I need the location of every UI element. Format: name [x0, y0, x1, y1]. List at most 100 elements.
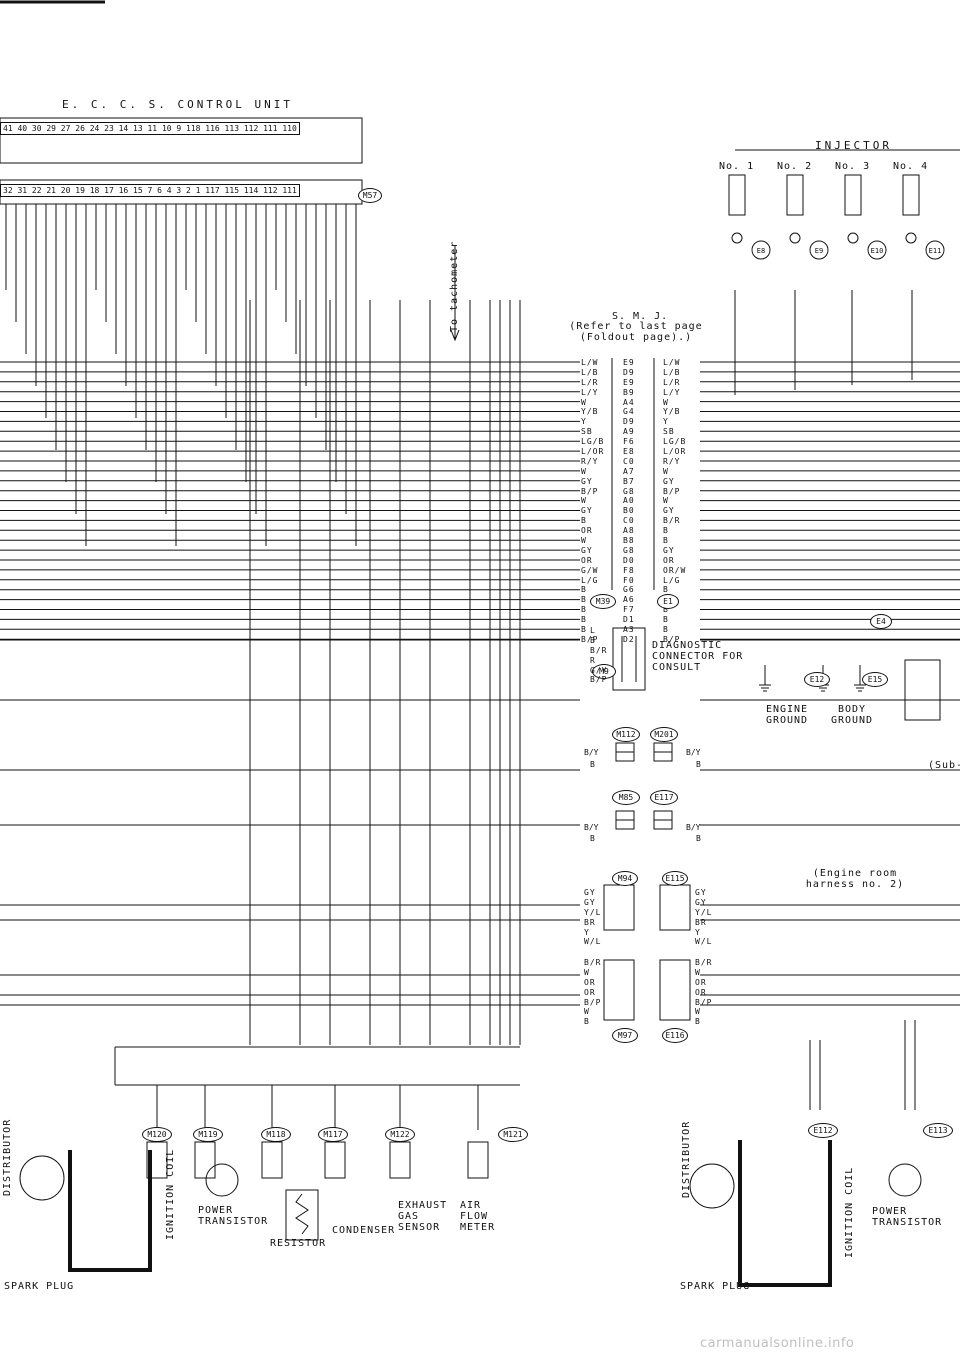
diagnostic-wire: L — [590, 626, 596, 635]
smj-right-wire: L/W — [663, 358, 681, 367]
lower-wire: OR — [584, 977, 596, 987]
smj-left-wire: GY — [581, 545, 593, 555]
smj-right-wire: B — [663, 615, 669, 625]
smj-right-wire: OR — [663, 555, 675, 565]
component-body — [467, 1141, 489, 1179]
connector-m120: M120 — [142, 1127, 172, 1142]
smj-right-wire: B — [663, 585, 669, 595]
smj-code: D9 — [623, 417, 635, 427]
lower-wire: GY — [584, 897, 596, 907]
smj-code: F0 — [623, 575, 635, 585]
smj-left-wire: B — [581, 516, 587, 526]
spark-plug-label-right: SPARK PLUG — [680, 1281, 751, 1292]
lower-wire: B/R — [695, 958, 713, 967]
air-flow-meter-label: AIR FLOW METER — [460, 1200, 496, 1233]
lower-wire: GY — [584, 888, 596, 897]
smj-left-wire: L/G — [581, 575, 599, 585]
smj-left-wire: B/P — [581, 634, 599, 644]
injector-badge — [867, 240, 887, 260]
ecu-connector-badge: M57 — [358, 188, 382, 203]
lower-wire: OR — [695, 987, 707, 997]
smj-left-wire: LG/B — [581, 437, 605, 447]
component-body — [389, 1141, 411, 1179]
joint-1-wire-b: B — [590, 760, 595, 769]
injector-body — [786, 174, 804, 216]
smj-right-wire: B — [663, 536, 669, 546]
smj-left-wire: L/W — [581, 358, 599, 367]
smj-code: A3 — [623, 625, 635, 635]
smj-right-wire: B — [663, 605, 669, 615]
spark-plug-label-left: SPARK PLUG — [4, 1281, 75, 1292]
smj-code: D9 — [623, 367, 635, 377]
ground-connector-e15: E15 — [862, 672, 888, 687]
component-body — [194, 1141, 216, 1179]
smj-code: E9 — [623, 377, 635, 387]
smj-code: B7 — [623, 476, 635, 486]
component-body — [261, 1141, 283, 1179]
joint-1-wire-a: B/Y — [584, 748, 599, 757]
injector-label: No. 4 — [893, 161, 929, 172]
lower-wire: GY — [695, 897, 707, 907]
smj-right-wire: R/Y — [663, 456, 681, 466]
smj-left-wire: L/Y — [581, 387, 599, 397]
transistor-symbol — [205, 1163, 239, 1197]
tachometer-label: To tachometer — [449, 240, 460, 332]
component-body — [324, 1141, 346, 1179]
lower-connector-e116: E116 — [662, 1028, 688, 1043]
smj-left-wire: W — [581, 496, 587, 506]
injector-connector-id: E10 — [871, 247, 884, 255]
smj-code: G6 — [623, 585, 635, 595]
smj-code: B9 — [623, 387, 635, 397]
ecu-pin-row-bottom: 32 31 22 21 20 19 18 17 16 15 7 6 4 3 2 … — [0, 184, 300, 197]
sub-harness-label: (Sub- — [928, 760, 960, 771]
smj-left-wire: SB — [581, 427, 593, 437]
smj-right-wire: GY — [663, 545, 675, 555]
smj-right-wire: L/R — [663, 377, 681, 387]
connector-e112: E112 — [808, 1123, 838, 1138]
smj-left-wire: G/W — [581, 565, 599, 575]
lower-wire: OR — [695, 977, 707, 987]
connector-m122: M122 — [385, 1127, 415, 1142]
injector-body — [902, 174, 920, 216]
smj-right-connector: E1 — [657, 594, 679, 609]
lower-wire: W/L — [584, 937, 602, 947]
joint-left-1: M112 — [612, 727, 640, 742]
smj-right-wire: L/Y — [663, 387, 681, 397]
ecu-pin-row-top: 41 40 30 29 27 26 24 23 14 13 11 10 9 11… — [0, 122, 300, 135]
smj-code: G8 — [623, 545, 635, 555]
power-transistor-label: POWER TRANSISTOR — [198, 1205, 269, 1227]
injector-connector — [847, 232, 859, 244]
smj-left-wire: W — [581, 536, 587, 546]
harness-note: (Engine room harness no. 2) — [805, 868, 905, 890]
smj-code: G8 — [623, 486, 635, 496]
power-transistor-label-right: POWER TRANSISTOR — [872, 1206, 943, 1228]
smj-left-wire: B — [581, 585, 587, 595]
smj-code: D0 — [623, 555, 635, 565]
diagnostic-wire: G/Y — [590, 665, 608, 675]
smj-right-wire: LG/B — [663, 437, 687, 447]
smj-title: S. M. J. — [612, 311, 669, 322]
smj-left-wire: B/P — [581, 486, 599, 496]
diagnostic-title: DIAGNOSTIC CONNECTOR FOR CONSULT — [652, 640, 744, 673]
smj-code: D1 — [623, 615, 635, 625]
smj-code: B0 — [623, 506, 635, 516]
lower-wire: BR — [695, 917, 707, 927]
injector-badge — [809, 240, 829, 260]
joint-2-wire-d: B — [696, 834, 701, 843]
smj-right-wire: L/G — [663, 575, 681, 585]
smj-code: B8 — [623, 536, 635, 546]
lower-wire: B — [584, 1017, 590, 1027]
smj-right-wire: L/OR — [663, 447, 687, 457]
ground-connector-e12: E12 — [804, 672, 830, 687]
smj-right-wire: Y — [663, 417, 669, 427]
injector-badge — [751, 240, 771, 260]
lower-wire: W — [695, 967, 701, 977]
smj-right-wire: W — [663, 466, 669, 476]
injector-connector — [789, 232, 801, 244]
lower-connector-m94: M94 — [612, 871, 638, 886]
